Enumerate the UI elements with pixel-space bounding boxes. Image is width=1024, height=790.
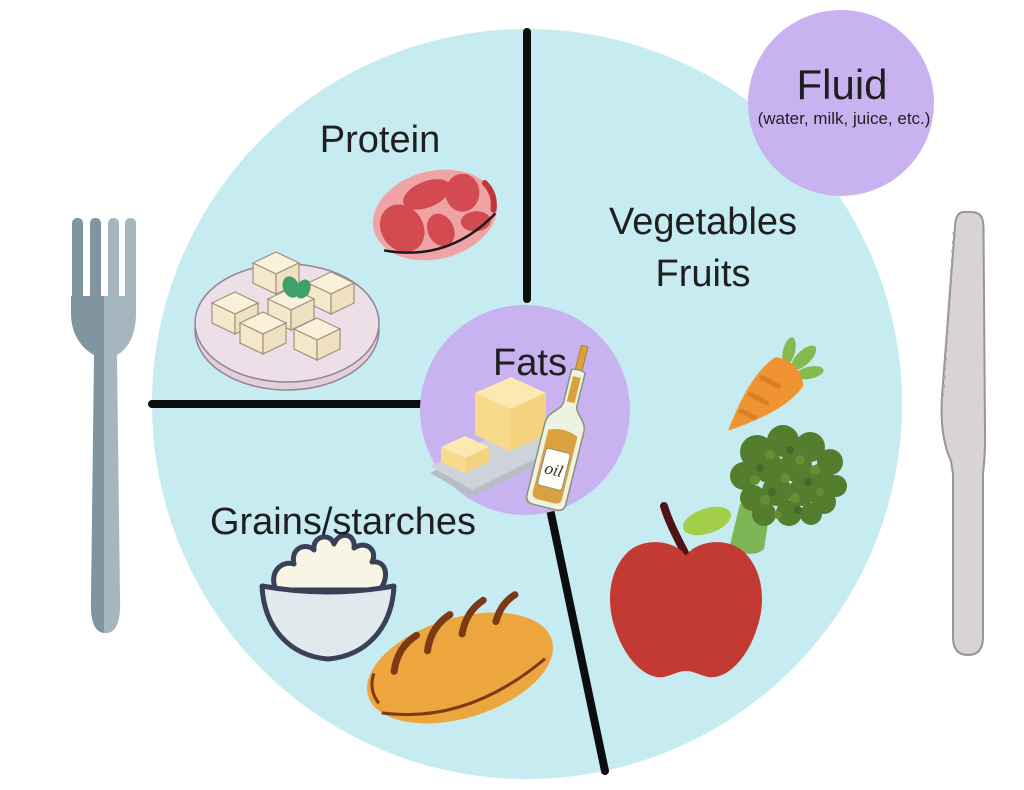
knife-icon <box>940 211 987 656</box>
rice-bowl-icon <box>259 532 397 662</box>
knife-serration <box>941 231 956 397</box>
tofu-plate-icon <box>194 251 380 391</box>
fluid-bubble-label: Fluid <box>796 61 888 108</box>
garnish-leaf-icon <box>282 276 311 299</box>
fluid-bubble <box>748 10 934 196</box>
oil-label: oil <box>542 459 565 481</box>
fluid-bubble-sublabel: (water, milk, juice, etc.) <box>757 109 931 128</box>
apple-icon <box>610 502 762 678</box>
plate-divider-lines <box>148 28 609 775</box>
divider-bottom-right <box>546 505 609 775</box>
grains-section-label: Grains/starches <box>209 501 477 543</box>
oil-bottle-icon: oil <box>525 344 589 512</box>
fruits-label: Fruits <box>655 253 751 295</box>
bread-icon <box>367 591 553 724</box>
protein-section-label: Protein <box>319 119 441 161</box>
fats-section-label: Fats <box>493 342 567 384</box>
vegetables-label: Vegetables <box>608 201 798 243</box>
steak-icon <box>372 169 498 261</box>
broccoli-icon <box>729 425 847 554</box>
carrot-icon <box>728 337 824 431</box>
vegetables-fruits-section-label: Vegetables Fruits <box>609 196 797 300</box>
fork-icon <box>71 218 136 633</box>
butter-icon <box>430 377 558 497</box>
